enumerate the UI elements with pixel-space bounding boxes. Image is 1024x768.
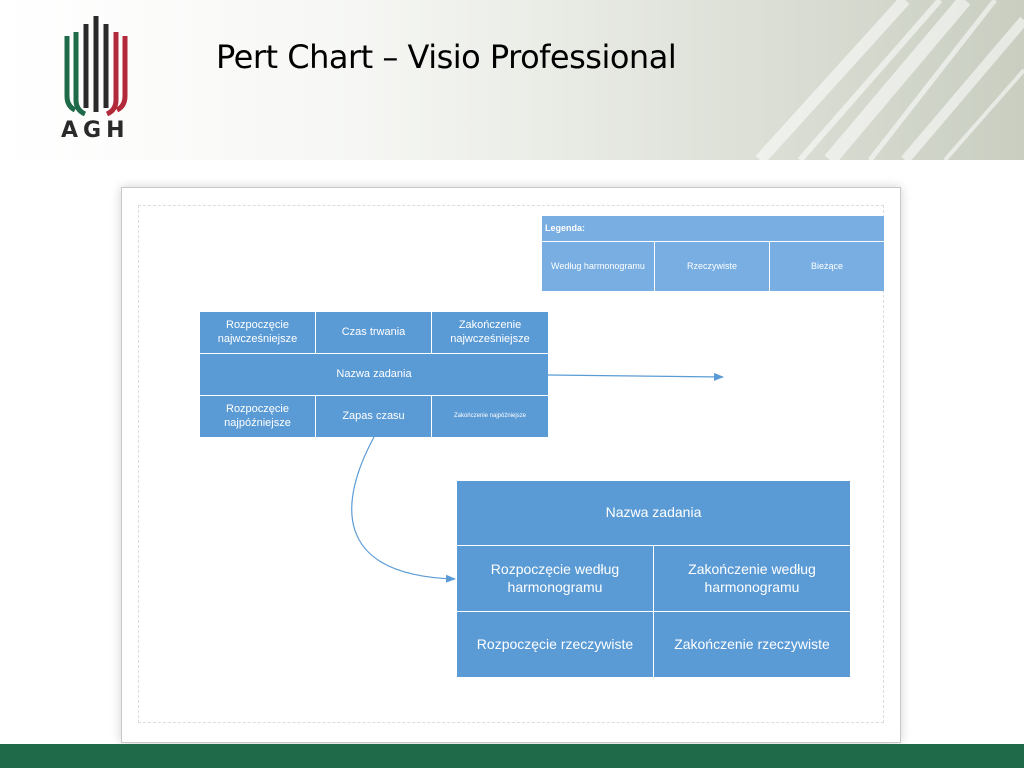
tracking-task-name: Nazwa zadania (457, 481, 850, 546)
pert-late-start: Rozpoczęcie najpóźniejsze (200, 396, 316, 437)
header-stripes-decoration (755, 0, 1024, 160)
pert-early-finish: Zakończenie najwcześniejsze (432, 312, 548, 353)
slide-title: Pert Chart – Visio Professional (216, 38, 677, 76)
pert-duration: Czas trwania (316, 312, 432, 353)
pert-late-finish: Zakończenie najpóźniejsze (432, 396, 548, 437)
tracking-actual-finish: Zakończenie rzeczywiste (654, 612, 850, 677)
tracking-scheduled-finish: Zakończenie według harmonogramu (654, 546, 850, 612)
logo-wordmark: AGH (61, 118, 130, 143)
pert-task-name: Nazwa zadania (200, 353, 548, 396)
header-band (0, 0, 1024, 160)
connector-arrow-right (547, 372, 724, 381)
footer-bar (0, 744, 1024, 768)
tracking-scheduled-start: Rozpoczęcie według harmonogramu (457, 546, 654, 612)
tracking-actual-start: Rozpoczęcie rzeczywiste (457, 612, 654, 677)
legend-item-actual: Rzeczywiste (655, 241, 770, 291)
legend-item-current: Bieżące (770, 241, 884, 291)
canvas-page-border (138, 205, 884, 723)
legend-heading: Legenda: (542, 216, 884, 241)
legend-item-scheduled: Według harmonogramu (542, 241, 655, 291)
connector-arrow-curved (351, 436, 456, 583)
pert-early-start: Rozpoczęcie najwcześniejsze (200, 312, 316, 353)
agh-logo (64, 16, 128, 117)
pert-slack: Zapas czasu (316, 396, 432, 437)
